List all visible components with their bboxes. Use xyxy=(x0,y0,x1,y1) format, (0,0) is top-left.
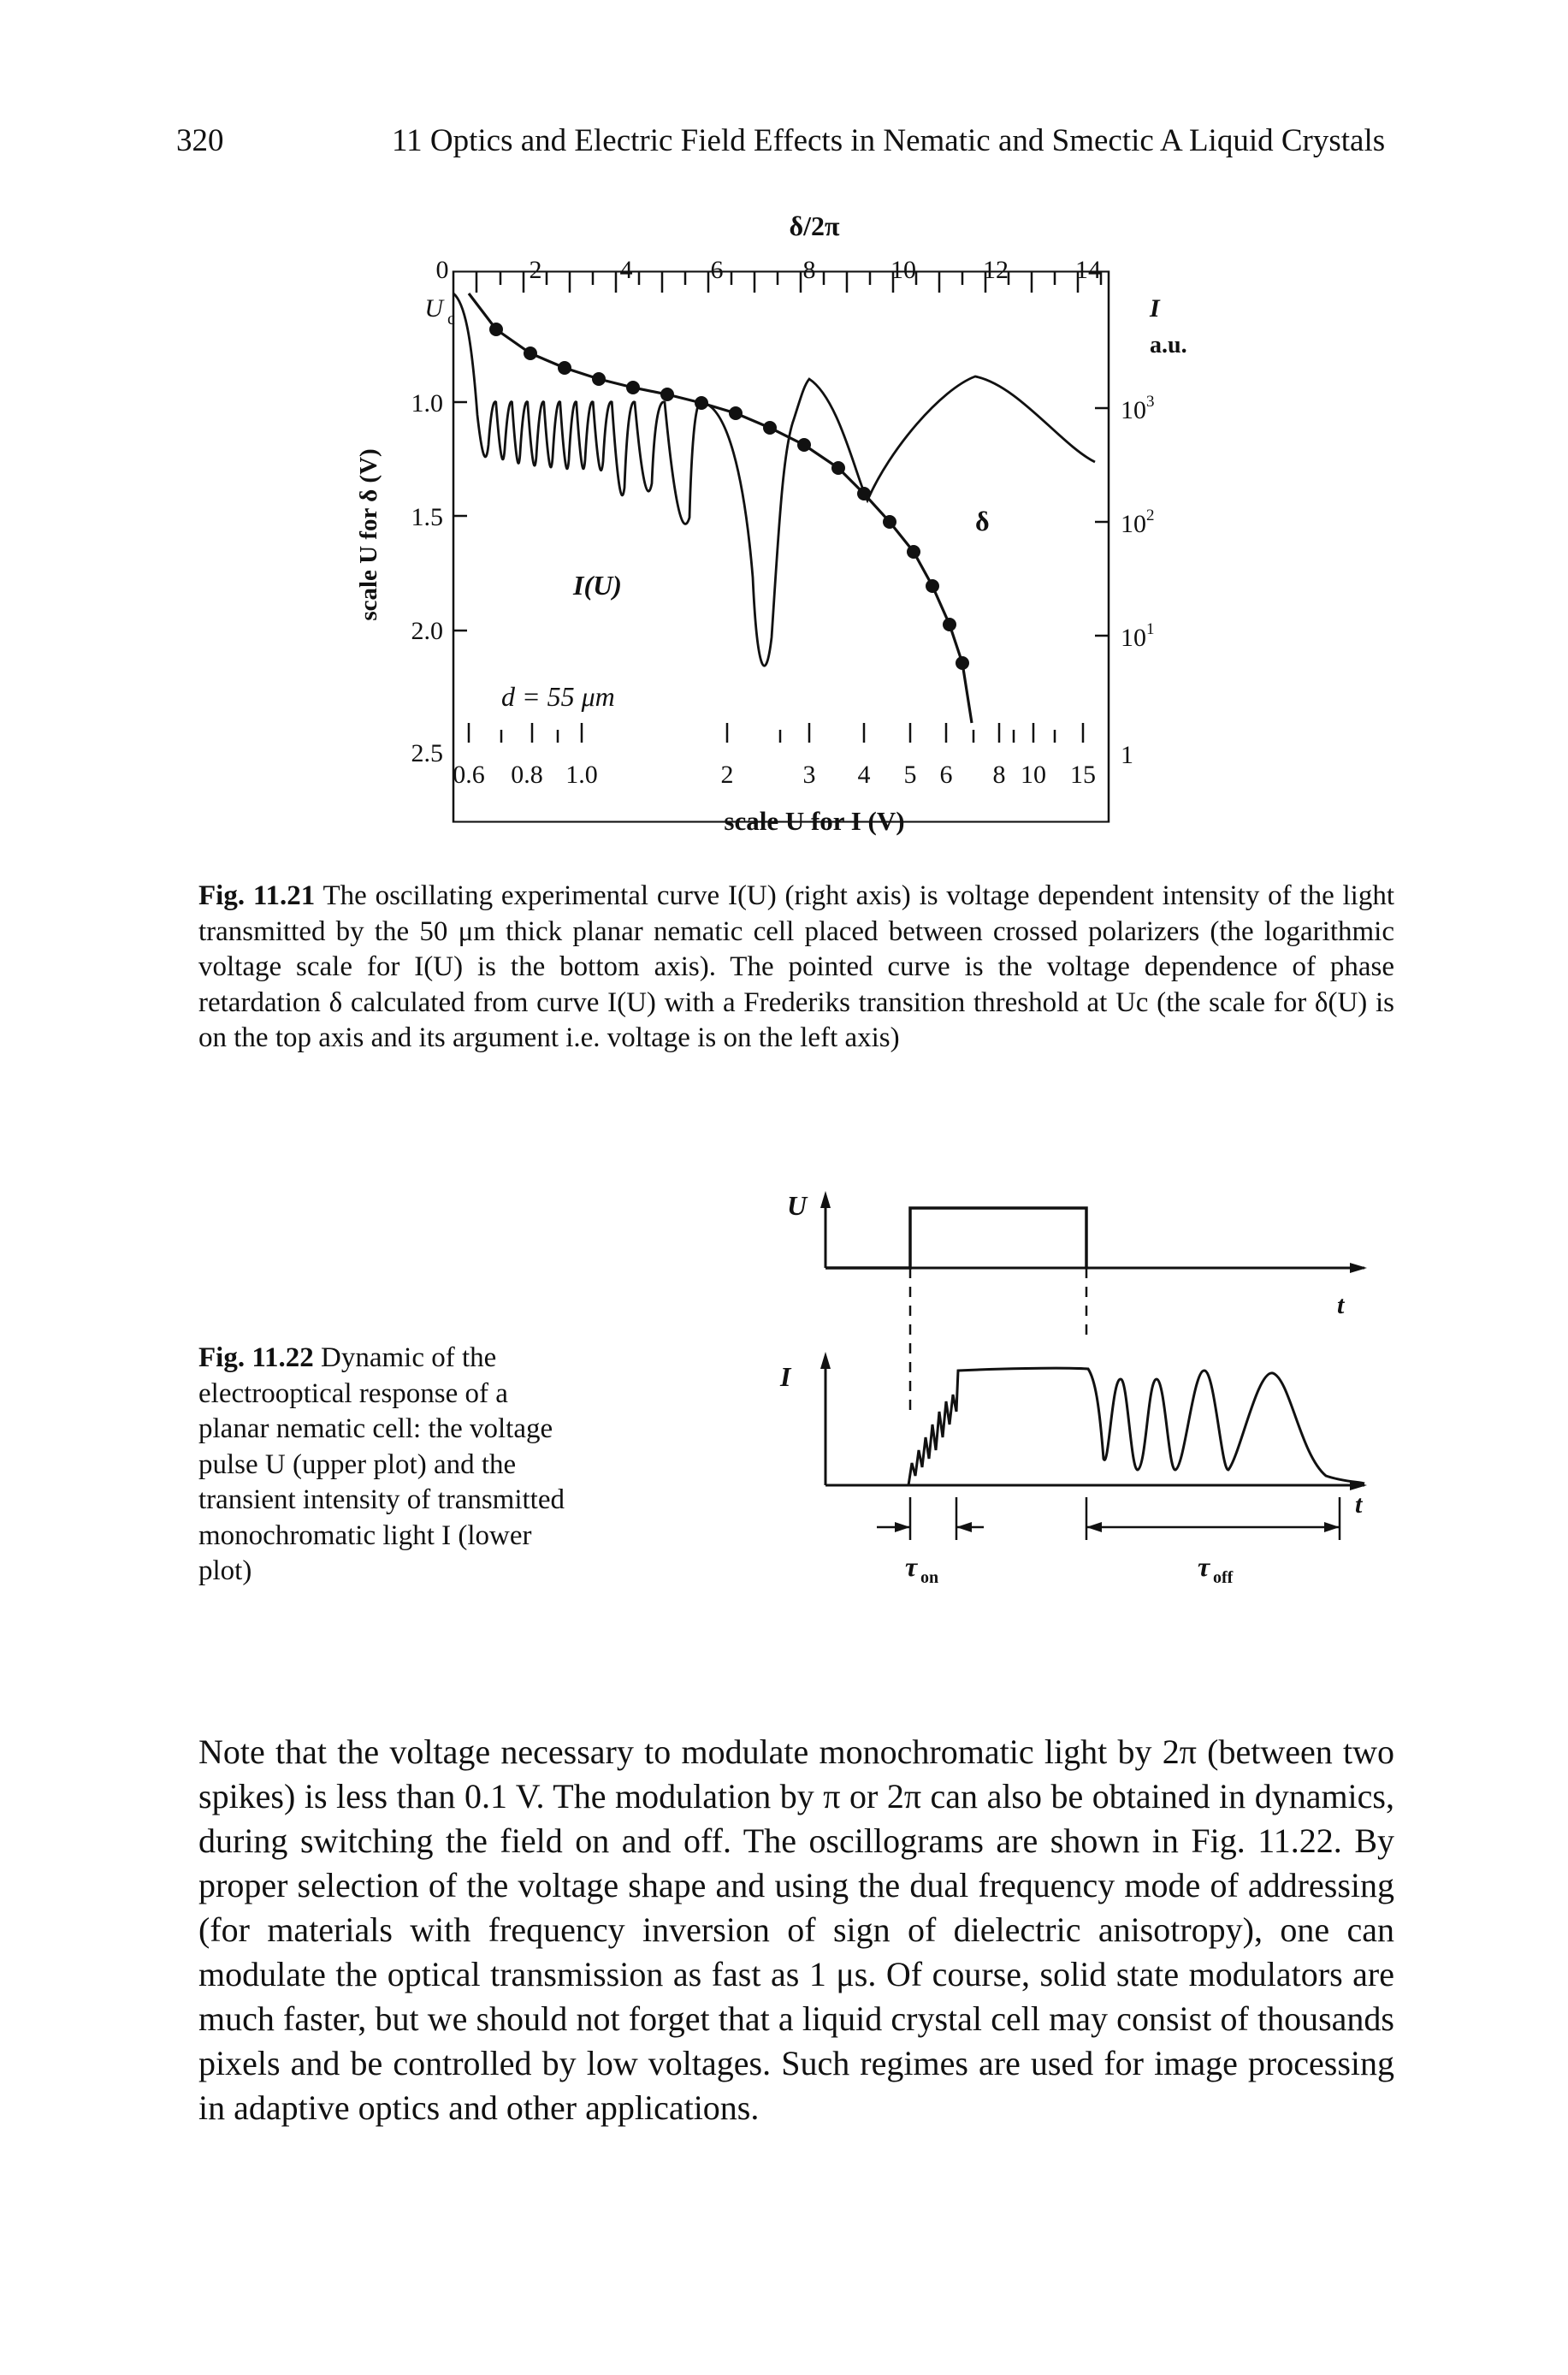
tau-off-subscript: off xyxy=(1213,1568,1234,1587)
left-tick-label-sub: c xyxy=(447,310,455,329)
delta-point xyxy=(524,346,537,360)
delta-point xyxy=(926,579,939,593)
right-axis-unit: a.u. xyxy=(1150,332,1187,358)
delta-point xyxy=(883,515,896,529)
delta-point xyxy=(626,381,640,394)
right-tick-exponent: 2 xyxy=(1146,506,1155,524)
lower-axis-label: I xyxy=(779,1361,792,1392)
right-tick-label: 10 xyxy=(1121,396,1146,424)
top-tick-label: 12 xyxy=(983,256,1009,284)
upper-time-label: t xyxy=(1337,1291,1346,1319)
delta-point xyxy=(489,323,503,336)
delta-curve-label: δ xyxy=(975,506,990,536)
right-tick-label: 1 xyxy=(1121,741,1133,769)
figure-11-22: U t I xyxy=(753,1181,1386,1608)
bottom-tick-label: 4 xyxy=(858,761,871,789)
figure-11-22-caption-text: Dynamic of the electrooptical response o… xyxy=(198,1342,565,1586)
page-number: 320 xyxy=(176,123,224,158)
cell-thickness-label: d = 55 μm xyxy=(501,681,615,712)
delta-point xyxy=(763,421,777,435)
bottom-tick-label: 0.6 xyxy=(453,761,485,789)
delta-point xyxy=(956,656,969,670)
dashed-guides xyxy=(908,1268,1088,1412)
right-tick-label: 10 xyxy=(1121,510,1146,538)
right-tick-exponent: 1 xyxy=(1146,620,1155,638)
intensity-response-plot xyxy=(824,1365,1364,1487)
bottom-tick-label: 3 xyxy=(803,761,816,789)
delta-points xyxy=(489,323,969,670)
figure-11-21-label: Fig. 11.21 xyxy=(198,880,316,911)
left-tick-label: 2.0 xyxy=(411,617,444,645)
delta-curve xyxy=(467,293,973,724)
top-tick-label: 10 xyxy=(891,256,916,284)
top-tick-label: 8 xyxy=(803,256,816,284)
left-tick-label: 1.0 xyxy=(411,389,444,418)
top-tick-label: 0 xyxy=(436,256,449,284)
right-axis-title: I xyxy=(1149,294,1161,323)
top-axis-title: δ/2π xyxy=(789,210,840,241)
top-tick-label: 4 xyxy=(620,256,633,284)
intensity-curve-label: I(U) xyxy=(572,570,622,601)
right-ticks xyxy=(1095,406,1109,637)
left-tick-label: 2.5 xyxy=(411,739,444,767)
body-paragraph: Note that the voltage necessary to modul… xyxy=(198,1732,1394,2127)
delta-point xyxy=(558,361,571,375)
voltage-pulse-plot xyxy=(824,1202,1364,1270)
delta-point xyxy=(907,545,920,559)
lower-y-arrowhead xyxy=(820,1352,831,1369)
delta-point xyxy=(695,396,708,410)
bottom-tick-label: 8 xyxy=(993,761,1006,789)
figure-11-22-caption: Fig. 11.22 Dynamic of the electrooptical… xyxy=(198,1341,566,1590)
left-tick-label: 1.5 xyxy=(411,503,444,531)
tau-on-label: τ xyxy=(905,1551,919,1582)
tau-off-label: τ xyxy=(1198,1551,1211,1582)
bottom-tick-label: 1.0 xyxy=(565,761,598,789)
figure-11-21: δ/2π 0 2 4 6 8 10 12 14 xyxy=(325,192,1283,860)
intensity-response-curve xyxy=(825,1366,1365,1487)
left-axis-title: scale U for δ (V) xyxy=(355,448,382,620)
bottom-axis-title: scale U for I (V) xyxy=(724,806,904,836)
figure-11-21-graphic: δ/2π 0 2 4 6 8 10 12 14 xyxy=(355,210,1187,836)
tau-on-subscript: on xyxy=(920,1568,938,1587)
top-tick-label: 2 xyxy=(530,256,542,284)
left-ticks xyxy=(453,400,467,632)
bottom-tick-label: 15 xyxy=(1070,761,1096,789)
bottom-tick-label: 10 xyxy=(1021,761,1046,789)
delta-point xyxy=(660,388,674,401)
figure-11-22-graphic: U t I xyxy=(779,1190,1367,1587)
upper-x-arrowhead xyxy=(1350,1263,1367,1273)
figure-11-21-caption-text: The oscillating experimental curve I(U) … xyxy=(198,880,1395,1053)
delta-point xyxy=(857,487,871,500)
running-head xyxy=(0,0,1568,68)
bottom-ticks xyxy=(467,723,1085,743)
upper-axis-label: U xyxy=(787,1190,808,1221)
tau-arrowheads xyxy=(895,1522,1340,1532)
delta-point xyxy=(729,406,743,420)
top-ticks xyxy=(475,272,1103,293)
delta-point xyxy=(592,372,606,386)
delta-point xyxy=(797,438,811,452)
delta-point xyxy=(831,461,845,475)
bottom-tick-label: 2 xyxy=(721,761,734,789)
upper-y-arrowhead xyxy=(820,1191,831,1208)
plot-frame xyxy=(452,270,1110,823)
right-tick-label: 10 xyxy=(1121,624,1146,652)
right-tick-exponent: 3 xyxy=(1146,393,1155,411)
tau-markers xyxy=(877,1497,1341,1540)
intensity-curve xyxy=(453,292,1096,667)
delta-point xyxy=(943,618,956,631)
top-tick-label: 6 xyxy=(711,256,724,284)
bottom-tick-label: 0.8 xyxy=(511,761,543,789)
chapter-title: 11 Optics and Electric Field Effects in … xyxy=(392,123,1386,158)
lower-time-label: t xyxy=(1355,1490,1364,1519)
left-tick-label: U xyxy=(424,294,445,323)
figure-11-21-caption: Fig. 11.21 The oscillating experimental … xyxy=(198,879,1394,1057)
bottom-tick-label: 5 xyxy=(904,761,917,789)
figure-11-22-label: Fig. 11.22 xyxy=(198,1342,314,1373)
bottom-tick-label: 6 xyxy=(940,761,953,789)
top-tick-label: 14 xyxy=(1075,256,1101,284)
